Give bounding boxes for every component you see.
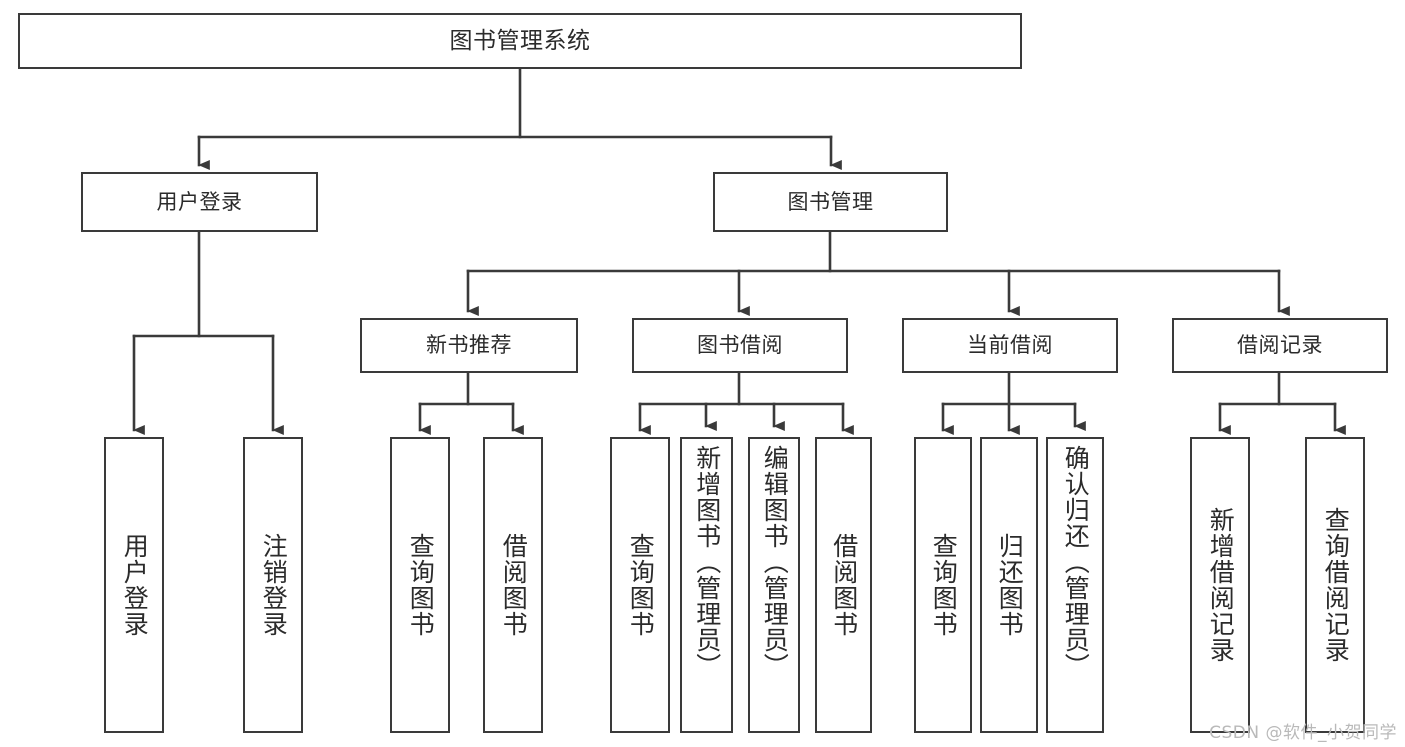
- node-borrow-book-2[interactable]: 借阅图书: [815, 437, 872, 733]
- node-label: 新增图书（管理员）: [692, 445, 722, 679]
- node-label: 图书管理: [787, 189, 874, 214]
- node-label: 归还图书: [995, 533, 1025, 637]
- node-return-book[interactable]: 归还图书: [980, 437, 1038, 733]
- node-label: 新增借阅记录: [1206, 507, 1236, 663]
- node-logout-leaf[interactable]: 注销登录: [243, 437, 303, 733]
- node-borrow-book-1[interactable]: 借阅图书: [483, 437, 543, 733]
- node-label: 用户登录: [156, 189, 243, 214]
- node-label: 查询图书: [626, 533, 656, 637]
- node-user-login[interactable]: 用户登录: [81, 172, 318, 232]
- node-label: 用户登录: [120, 533, 150, 637]
- node-current-borrow[interactable]: 当前借阅: [902, 318, 1118, 373]
- node-label: 确认归还（管理员）: [1061, 445, 1091, 679]
- node-label: 查询图书: [406, 533, 436, 637]
- node-add-book-admin[interactable]: 新增图书（管理员）: [680, 437, 733, 733]
- node-label: 借阅图书: [829, 533, 859, 637]
- node-label: 新书推荐: [426, 333, 512, 358]
- node-book-borrow[interactable]: 图书借阅: [632, 318, 848, 373]
- node-book-manage[interactable]: 图书管理: [713, 172, 948, 232]
- node-label: 注销登录: [259, 533, 289, 637]
- node-edit-book-admin[interactable]: 编辑图书（管理员）: [748, 437, 800, 733]
- node-label: 借阅记录: [1237, 333, 1323, 358]
- node-label: 查询借阅记录: [1321, 507, 1351, 663]
- node-label: 当前借阅: [967, 333, 1053, 358]
- node-new-book-recommend[interactable]: 新书推荐: [360, 318, 578, 373]
- node-query-book-2[interactable]: 查询图书: [610, 437, 670, 733]
- node-add-borrow-record[interactable]: 新增借阅记录: [1190, 437, 1250, 733]
- node-borrow-records[interactable]: 借阅记录: [1172, 318, 1388, 373]
- node-label: 图书借阅: [697, 333, 783, 358]
- watermark-text: CSDN @软件_小贺同学: [1209, 723, 1397, 743]
- node-root-system[interactable]: 图书管理系统: [18, 13, 1022, 69]
- node-label: 图书管理系统: [449, 27, 591, 54]
- node-confirm-return-admin[interactable]: 确认归还（管理员）: [1046, 437, 1104, 733]
- node-query-borrow-record[interactable]: 查询借阅记录: [1305, 437, 1365, 733]
- node-label: 编辑图书（管理员）: [760, 445, 790, 679]
- node-user-login-leaf[interactable]: 用户登录: [104, 437, 164, 733]
- node-query-book-1[interactable]: 查询图书: [390, 437, 450, 733]
- node-label: 借阅图书: [499, 533, 529, 637]
- node-label: 查询图书: [929, 533, 959, 637]
- node-query-book-3[interactable]: 查询图书: [914, 437, 972, 733]
